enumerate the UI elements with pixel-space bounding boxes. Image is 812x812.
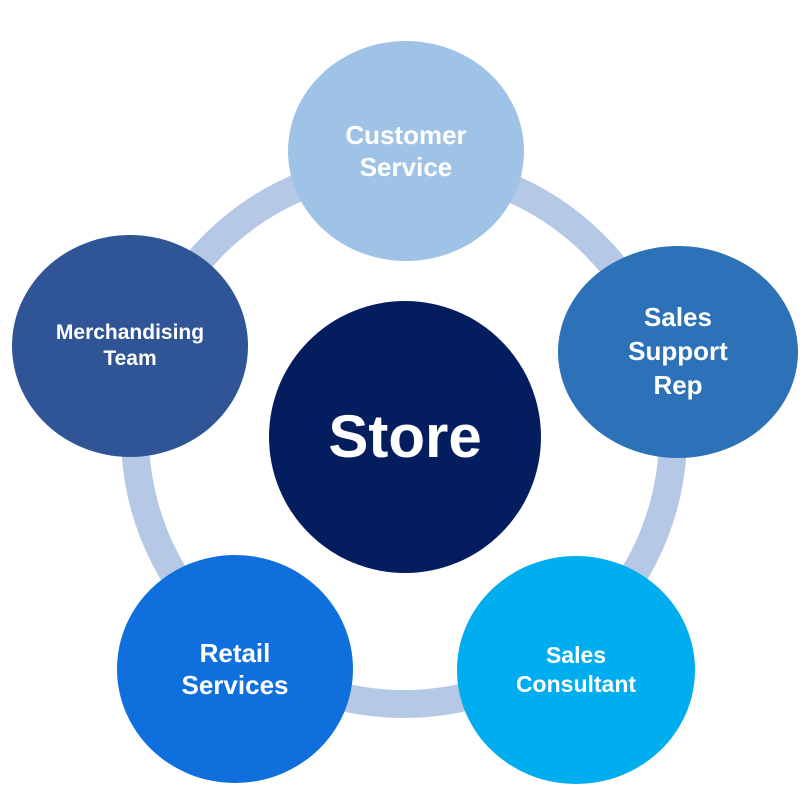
node-label-line: Sales xyxy=(644,302,712,333)
center-node-store: Store xyxy=(269,301,541,573)
node-label-line: Retail xyxy=(199,637,271,668)
node-label: Sales Support Rep xyxy=(628,301,728,402)
node-label: Retail Services xyxy=(182,637,289,702)
center-node-label: Store xyxy=(328,403,482,470)
node-label-line: Service xyxy=(359,152,453,182)
node-retail-services: Retail Services xyxy=(117,555,353,783)
node-label-line: Services xyxy=(181,670,289,700)
node-label: Sales Consultant xyxy=(516,641,636,699)
node-merchandising-team: Merchandising Team xyxy=(12,235,248,457)
node-label-line: Rep xyxy=(653,369,703,400)
node-label: Customer Service xyxy=(345,119,466,184)
node-label-line: Team xyxy=(103,347,157,370)
node-label-line: Merchandising xyxy=(55,320,205,344)
node-label-line: Customer xyxy=(345,119,467,150)
node-customer-service: Customer Service xyxy=(288,41,524,261)
node-sales-consultant: Sales Consultant xyxy=(457,556,695,784)
node-label-line: Sales xyxy=(545,642,607,669)
node-label: Merchandising Team xyxy=(56,320,204,373)
node-label-line: Support xyxy=(628,336,728,367)
node-sales-support-rep: Sales Support Rep xyxy=(558,246,798,458)
node-label-line: Consultant xyxy=(515,671,637,697)
